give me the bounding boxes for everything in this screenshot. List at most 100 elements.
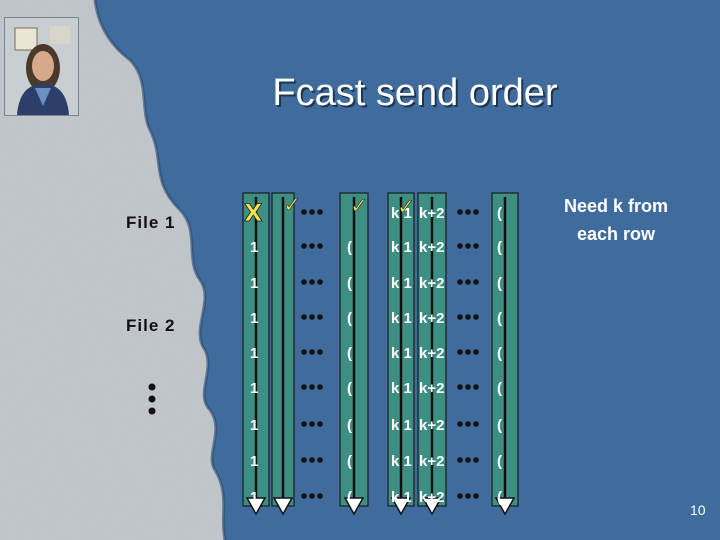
- ellipsis-dot-r6-g2-d3: [473, 384, 479, 390]
- column-k2-arrow-head: [421, 497, 443, 516]
- ellipsis-dot-r8-g2-d3: [473, 457, 479, 463]
- cell-last-row5: (: [497, 345, 502, 362]
- column-n-arrow-head: [343, 497, 365, 516]
- need-k-note: Need k from each row: [563, 196, 669, 244]
- cell-k2-row1: k+2: [419, 205, 444, 222]
- cell-col1-row9: 1: [250, 489, 258, 506]
- cell-col1-row7: 1: [250, 417, 258, 434]
- cell-k1-row6: k 1: [391, 380, 412, 397]
- ellipsis-dot-r6-g1-d1: [301, 384, 307, 390]
- ellipsis-dot-r7-g1-d1: [301, 421, 307, 427]
- ellipsis-dot-r3-g2-d2: [465, 279, 471, 285]
- cell-k1-row1: k 1: [391, 205, 412, 222]
- cell-k2-row9: k+2: [419, 489, 444, 506]
- ellipsis-dot-r5-g1-d3: [317, 349, 323, 355]
- cell-k2-row8: k+2: [419, 453, 444, 470]
- cell-coln-row5: (: [347, 345, 352, 362]
- cell-coln-row8: (: [347, 453, 352, 470]
- cell-last-row9: (: [497, 489, 502, 506]
- cell-k1-row3: k 1: [391, 275, 412, 292]
- ellipsis-dot-r8-g1-d1: [301, 457, 307, 463]
- ellipsis-dot-r3-g1-d1: [301, 279, 307, 285]
- ellipsis-dot-r4-g2-d1: [457, 314, 463, 320]
- ellipsis-dot-r2-g1-d3: [317, 243, 323, 249]
- cell-k2-row2: k+2: [419, 239, 444, 256]
- presenter-photo: [4, 17, 79, 116]
- cell-last-row2: (: [497, 239, 502, 256]
- ellipsis-dot-r4-g1-d1: [301, 314, 307, 320]
- ellipsis-dot-r5-g2-d1: [457, 349, 463, 355]
- cell-last-row1: (: [497, 205, 502, 222]
- check-mark-icon: ✓: [397, 195, 415, 220]
- cell-last-row6: (: [497, 380, 502, 397]
- check-mark-icon: ✓: [283, 193, 301, 218]
- cell-col1-row5: 1: [250, 345, 258, 362]
- ellipsis-dot-r4-g1-d2: [309, 314, 315, 320]
- ellipsis-dot-r2-g1-d1: [301, 243, 307, 249]
- ellipsis-dot-r1-g2-d3: [473, 209, 479, 215]
- ellipsis-dot-r9-g2-d3: [473, 493, 479, 499]
- ellipsis-dot-r7-g1-d2: [309, 421, 315, 427]
- ellipsis-dot-r9-g1-d3: [317, 493, 323, 499]
- file-2-label: File 2: [126, 316, 176, 335]
- ellipsis-dot-r4-g1-d3: [317, 314, 323, 320]
- ellipsis-dot-r4-g2-d3: [473, 314, 479, 320]
- ellipsis-dot-r3-g2-d3: [473, 279, 479, 285]
- cell-k1-row7: k 1: [391, 417, 412, 434]
- ellipsis-dot-r1-g2-d2: [465, 209, 471, 215]
- cell-col1-row4: 1: [250, 310, 258, 327]
- check-mark-icon: ✓: [350, 194, 368, 219]
- cell-coln-row9: (: [347, 489, 352, 506]
- ellipsis-dot-r8-g1-d2: [309, 457, 315, 463]
- column-1-arrow-head: [245, 497, 267, 516]
- ellipsis-dot-r1-g1-d1: [301, 209, 307, 215]
- cell-k2-row3: k+2: [419, 275, 444, 292]
- ellipsis-dot-r3-g1-d3: [317, 279, 323, 285]
- ellipsis-dot-r1-g2-d1: [457, 209, 463, 215]
- x-mark-icon: X: [244, 199, 263, 227]
- ellipsis-dot-r2-g2-d3: [473, 243, 479, 249]
- ellipsis-dot-r9-g2-d1: [457, 493, 463, 499]
- ellipsis-dot-r6-g2-d2: [465, 384, 471, 390]
- ellipsis-dot-r2-g2-d1: [457, 243, 463, 249]
- cell-col1-row3: 1: [250, 275, 258, 292]
- cell-k2-row7: k+2: [419, 417, 444, 434]
- ellipsis-dot-r5-g1-d2: [309, 349, 315, 355]
- ellipsis-dot-r2-g1-d2: [309, 243, 315, 249]
- cell-coln-row2: (: [347, 239, 352, 256]
- cell-k1-row9: k 1: [391, 489, 412, 506]
- cell-last-row3: (: [497, 275, 502, 292]
- ellipsis-dot-r8-g1-d3: [317, 457, 323, 463]
- cell-col1-row8: 1: [250, 453, 258, 470]
- ellipsis-dot-r9-g2-d2: [465, 493, 471, 499]
- cell-coln-row3: (: [347, 275, 352, 292]
- column-k1-arrow-head: [390, 497, 412, 516]
- file-1-label: File 1: [126, 213, 176, 232]
- ellipsis-dot-r2-g2-d2: [465, 243, 471, 249]
- cell-k1-row8: k 1: [391, 453, 412, 470]
- ellipsis-dot-r7-g2-d3: [473, 421, 479, 427]
- cell-last-row8: (: [497, 453, 502, 470]
- cell-k1-row5: k 1: [391, 345, 412, 362]
- ellipsis-dot-r9-g1-d1: [301, 493, 307, 499]
- slide-title: Fcast send order: [272, 72, 558, 114]
- cell-k1-row2: k 1: [391, 239, 412, 256]
- cell-k2-row6: k+2: [419, 380, 444, 397]
- ellipsis-dot-r4-g2-d2: [465, 314, 471, 320]
- ellipsis-dot-r9-g1-d2: [309, 493, 315, 499]
- ellipsis-dot-r3-g2-d1: [457, 279, 463, 285]
- ellipsis-dot-r6-g2-d1: [457, 384, 463, 390]
- ellipsis-dot-r6-g1-d2: [309, 384, 315, 390]
- cell-last-row7: (: [497, 417, 502, 434]
- cell-k2-row5: k+2: [419, 345, 444, 362]
- ellipsis-dot-r5-g2-d3: [473, 349, 479, 355]
- ellipsis-dot-r3-g1-d2: [309, 279, 315, 285]
- ellipsis-dot-r6-g1-d3: [317, 384, 323, 390]
- cell-col1-row6: 1: [250, 380, 258, 397]
- ellipsis-dot-r8-g2-d1: [457, 457, 463, 463]
- ellipsis-dot-r7-g2-d2: [465, 421, 471, 427]
- cell-coln-row6: (: [347, 380, 352, 397]
